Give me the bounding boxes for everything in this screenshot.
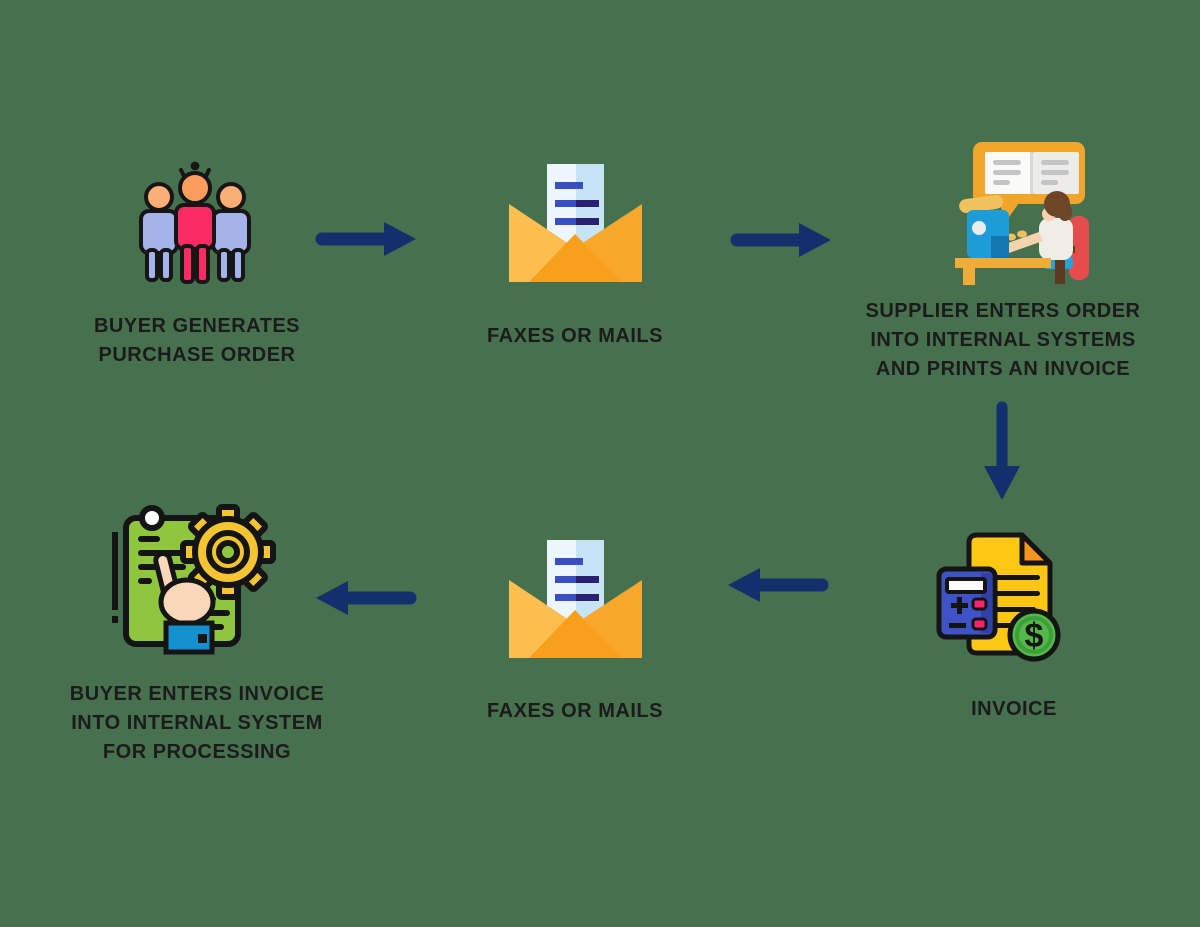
step-label-buyer-processes: BUYER ENTERS INVOICE INTO INTERNAL SYSTE…: [69, 683, 325, 763]
arrow-left-icon: [316, 581, 417, 615]
buyers-group-icon: [139, 161, 251, 284]
supplier-at-desk-icon: [955, 142, 1089, 285]
step-label-buyer-po: BUYER GENERATES PURCHASE ORDER: [93, 315, 301, 366]
arrow-down-icon: [984, 401, 1020, 500]
step-label-invoice: INVOICE: [971, 698, 1057, 720]
envelope-letter-icon: [509, 164, 642, 282]
envelope-letter-icon: [509, 540, 642, 658]
svg-text:$: $: [1025, 617, 1044, 655]
step-label-fax-mail-top: FAXES OR MAILS: [487, 325, 663, 347]
arrow-left-icon: [728, 568, 829, 602]
document-gear-hand-icon: [112, 504, 276, 655]
arrow-right-icon: [730, 223, 831, 257]
step-label-supplier-enters: SUPPLIER ENTERS ORDER INTO INTERNAL SYST…: [865, 300, 1141, 380]
step-label-fax-mail-bottom: FAXES OR MAILS: [487, 700, 663, 722]
arrow-right-icon: [315, 222, 416, 256]
invoice-calculator-icon: $: [936, 532, 1061, 662]
